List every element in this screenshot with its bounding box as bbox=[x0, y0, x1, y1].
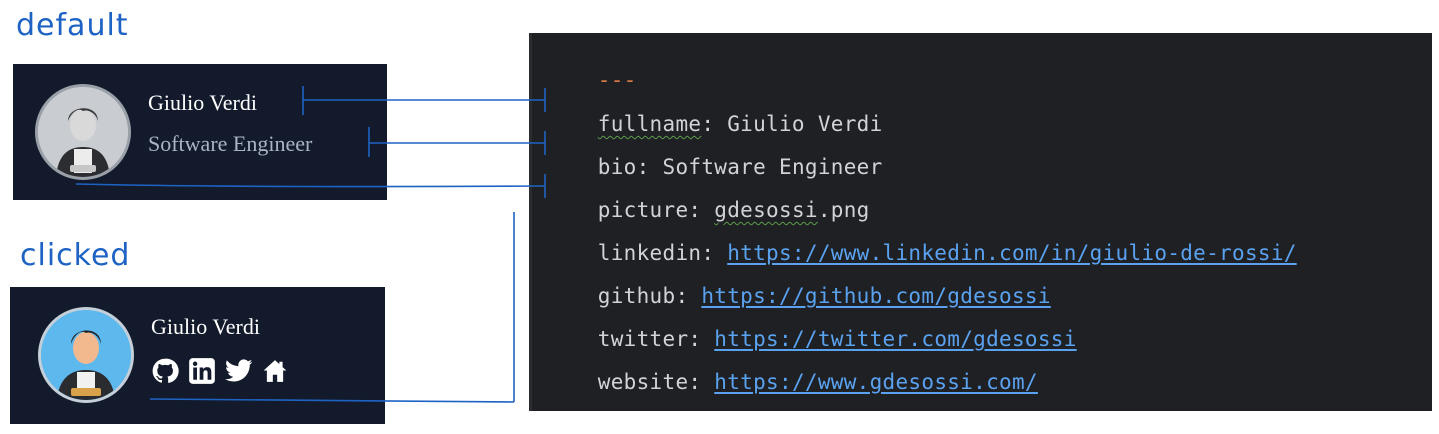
yaml-editor[interactable]: --- fullname: Giulio Verdi bio: Software… bbox=[529, 33, 1432, 411]
sep: : bbox=[701, 241, 728, 265]
label-clicked: clicked bbox=[20, 238, 131, 273]
line-twitter: twitter: https://twitter.com/gdesossi bbox=[546, 303, 1077, 375]
key-website: website bbox=[597, 370, 689, 394]
line-bio: bio: Software Engineer bbox=[546, 131, 883, 203]
social-icons bbox=[151, 357, 288, 385]
profile-card-default[interactable]: Giulio Verdi Software Engineer bbox=[13, 64, 387, 200]
value-picture-ext: .png bbox=[817, 198, 870, 222]
avatar-color bbox=[38, 307, 134, 403]
label-default: default bbox=[16, 8, 129, 43]
card-name: Giulio Verdi bbox=[148, 90, 257, 115]
key-github: github bbox=[597, 284, 676, 308]
key-picture: picture bbox=[597, 198, 689, 222]
linkedin-link[interactable]: https://www.linkedin.com/in/giulio-de-ro… bbox=[727, 241, 1297, 265]
line-website: website: https://www.gdesossi.com/ bbox=[546, 346, 1038, 418]
card-bio: Software Engineer bbox=[148, 131, 313, 156]
twitter-icon[interactable] bbox=[225, 358, 253, 384]
dashes-text: --- bbox=[597, 68, 637, 92]
avatar-grayscale bbox=[35, 84, 131, 180]
github-icon[interactable] bbox=[151, 357, 179, 385]
key-bio: bio bbox=[597, 155, 637, 179]
links-connector bbox=[149, 398, 515, 403]
line-linkedin: linkedin: https://www.linkedin.com/in/gi… bbox=[546, 217, 1297, 289]
frontmatter-dashes: --- bbox=[546, 44, 637, 116]
value-picture-name: gdesossi bbox=[714, 198, 818, 222]
sep: : bbox=[675, 284, 702, 308]
value-fullname: Giulio Verdi bbox=[727, 112, 883, 136]
sep: : bbox=[688, 198, 715, 222]
home-icon[interactable] bbox=[262, 358, 288, 384]
picture-connector bbox=[75, 183, 546, 188]
sep: : bbox=[688, 327, 715, 351]
key-fullname: fullname bbox=[597, 112, 702, 136]
sep: : bbox=[636, 155, 663, 179]
twitter-link[interactable]: https://twitter.com/gdesossi bbox=[714, 327, 1077, 351]
value-bio: Software Engineer bbox=[662, 155, 883, 179]
person-color-icon bbox=[41, 310, 131, 400]
line-github: github: https://github.com/gdesossi bbox=[546, 260, 1051, 332]
key-twitter: twitter bbox=[597, 327, 689, 351]
sep: : bbox=[688, 370, 715, 394]
key-linkedin: linkedin bbox=[597, 241, 702, 265]
line-fullname: fullname: Giulio Verdi bbox=[546, 88, 883, 160]
line-picture: picture: gdesossi.png bbox=[546, 174, 870, 246]
github-link[interactable]: https://github.com/gdesossi bbox=[701, 284, 1051, 308]
sep: : bbox=[701, 112, 728, 136]
person-grayscale-icon bbox=[38, 87, 128, 177]
website-link[interactable]: https://www.gdesossi.com/ bbox=[714, 370, 1038, 394]
card-name-clicked: Giulio Verdi bbox=[151, 314, 260, 339]
linkedin-icon[interactable] bbox=[188, 357, 216, 385]
